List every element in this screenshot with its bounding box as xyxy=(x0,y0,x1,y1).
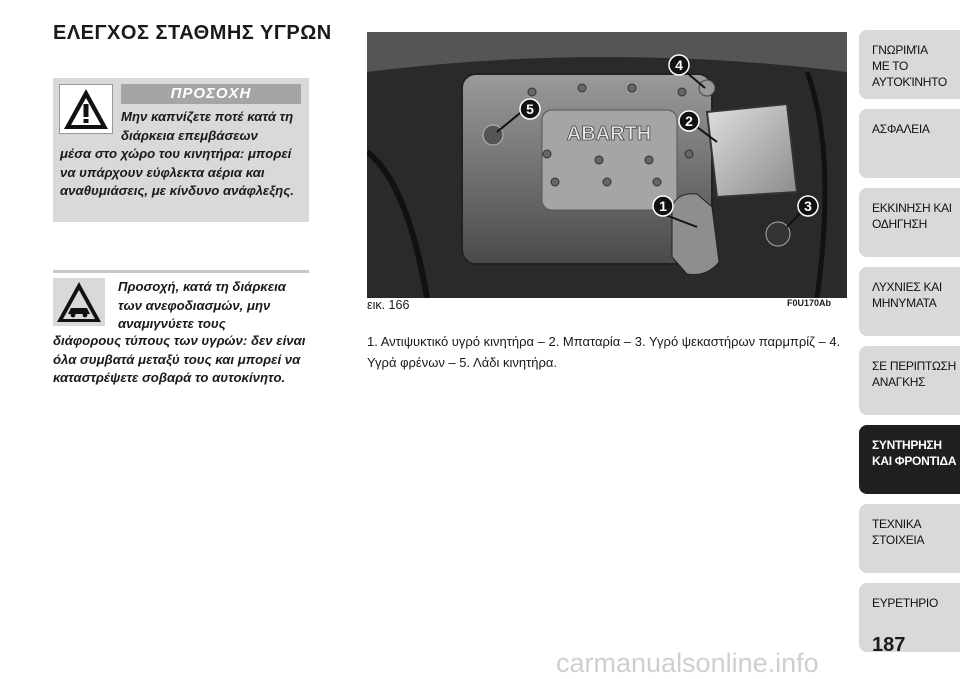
warning-header: ΠΡΟΣΟΧΗ xyxy=(121,84,301,104)
tab-technical-data[interactable]: ΤΕΧΝΙΚΑ ΣΤΟΙΧΕΙΑ xyxy=(859,504,960,573)
caution-text-bottom: διάφορους τύπους των υγρών: δεν είναι όλ… xyxy=(53,333,306,385)
tab-label: ΓΝΩΡΙΜΊΑ ΜΕ ΤΟ ΑΥΤΟΚΊΝΗΤΟ xyxy=(872,43,947,89)
tab-getting-to-know[interactable]: ΓΝΩΡΙΜΊΑ ΜΕ ΤΟ ΑΥΤΟΚΊΝΗΤΟ xyxy=(859,30,960,99)
caution-divider xyxy=(53,270,309,273)
tab-label: ΣΕ ΠΕΡΙΠΤΩΣΗ ΑΝΑΓΚΗΣ xyxy=(872,359,956,389)
callout-2: 2 xyxy=(685,113,693,129)
callout-1: 1 xyxy=(659,198,667,214)
tab-label: ΛΥΧΝΙΕΣ ΚΑΙ ΜΗΝΥΜΑΤΑ xyxy=(872,280,942,310)
warning-text-bottom: μέσα στο χώρο του κινητήρα: μπορεί να υπ… xyxy=(60,146,294,198)
page-title: ΕΛΕΓΧΟΣ ΣΤΑΘΜΗΣ ΥΓΡΩΝ xyxy=(53,22,332,44)
tab-warning-lights[interactable]: ΛΥΧΝΙΕΣ ΚΑΙ ΜΗΝΥΜΑΤΑ xyxy=(859,267,960,336)
callout-5: 5 xyxy=(526,101,534,117)
engine-bay-photo: ABARTH 1 2 3 4 5 xyxy=(367,32,847,298)
callout-4: 4 xyxy=(675,57,683,73)
watermark: carmanualsonline.info xyxy=(556,648,819,678)
tab-starting-driving[interactable]: ΕΚΚΙΝΗΣΗ ΚΑΙ ΟΔΗΓΗΣΗ xyxy=(859,188,960,257)
tab-maintenance[interactable]: ΣΥΝΤΗΡΗΣΗ ΚΑΙ ΦΡΟΝΤΙΔΑ xyxy=(859,425,960,494)
caution-text-top: Προσοχή, κατά τη διάρκεια των ανεφοδιασμ… xyxy=(118,279,286,331)
figure-caption: 1. Αντιψυκτικό υγρό κινητήρα – 2. Μπαταρ… xyxy=(367,334,841,370)
car-caution-icon xyxy=(53,278,105,326)
tab-label: ΑΣΦΑΛΕΙΑ xyxy=(872,122,930,136)
figure-label: εικ. 166 xyxy=(367,298,410,312)
abarth-logo: ABARTH xyxy=(567,123,651,145)
tab-label: ΕΚΚΙΝΗΣΗ ΚΑΙ ΟΔΗΓΗΣΗ xyxy=(872,201,952,231)
tab-label: ΣΥΝΤΗΡΗΣΗ ΚΑΙ ΦΡΟΝΤΙΔΑ xyxy=(872,438,957,468)
warning-triangle-icon xyxy=(59,84,113,134)
tab-emergency[interactable]: ΣΕ ΠΕΡΙΠΤΩΣΗ ΑΝΑΓΚΗΣ xyxy=(859,346,960,415)
callout-3: 3 xyxy=(804,198,812,214)
tab-label: ΤΕΧΝΙΚΑ ΣΤΟΙΧΕΙΑ xyxy=(872,517,925,547)
tab-index[interactable]: ΕΥΡΕΤΗΡΙΟ xyxy=(859,583,960,652)
warning-text-top: Μην καπνίζετε ποτέ κατά τη διάρκεια επεμ… xyxy=(121,109,294,143)
figure-code: F0U170Ab xyxy=(787,298,832,308)
page-number: 187 xyxy=(872,634,906,656)
tab-safety[interactable]: ΑΣΦΑΛΕΙΑ xyxy=(859,109,960,178)
tab-label: ΕΥΡΕΤΗΡΙΟ xyxy=(872,596,938,610)
warning-box: ΠΡΟΣΟΧΗ Μην καπνίζετε ποτέ κατά τη διάρκ… xyxy=(53,78,309,222)
